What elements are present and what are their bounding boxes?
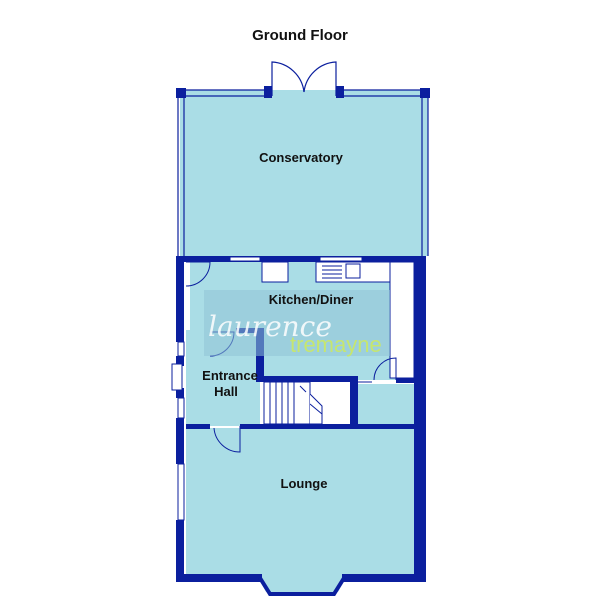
bay-window-fill — [256, 574, 348, 592]
label-lounge: Lounge — [281, 476, 328, 491]
main-walls — [176, 256, 426, 582]
conservatory-posts — [176, 86, 430, 98]
label-kitchen-diner: Kitchen/Diner — [269, 292, 354, 307]
staircase — [263, 381, 323, 425]
french-doors — [271, 61, 337, 96]
conservatory-fill — [180, 90, 428, 256]
appliance-unit — [261, 261, 289, 283]
sink-bowl — [345, 263, 361, 279]
watermark-line2: tremayne — [290, 332, 382, 357]
label-entrance: Entrance — [202, 368, 258, 383]
label-conservatory: Conservatory — [259, 150, 344, 165]
watermark-line1: laurence — [208, 310, 332, 343]
worktop-return — [389, 261, 415, 379]
windows — [171, 256, 363, 521]
lounge-fill — [186, 428, 414, 574]
cupboard-fill — [358, 384, 414, 424]
watermark-box — [204, 290, 390, 356]
kitchen-units — [261, 261, 415, 379]
conservatory-walls — [177, 89, 429, 256]
bay-window — [258, 576, 346, 596]
watermark: laurence tremayne — [204, 290, 390, 357]
label-hall: Hall — [214, 384, 238, 399]
floor-title: Ground Floor — [252, 27, 348, 44]
